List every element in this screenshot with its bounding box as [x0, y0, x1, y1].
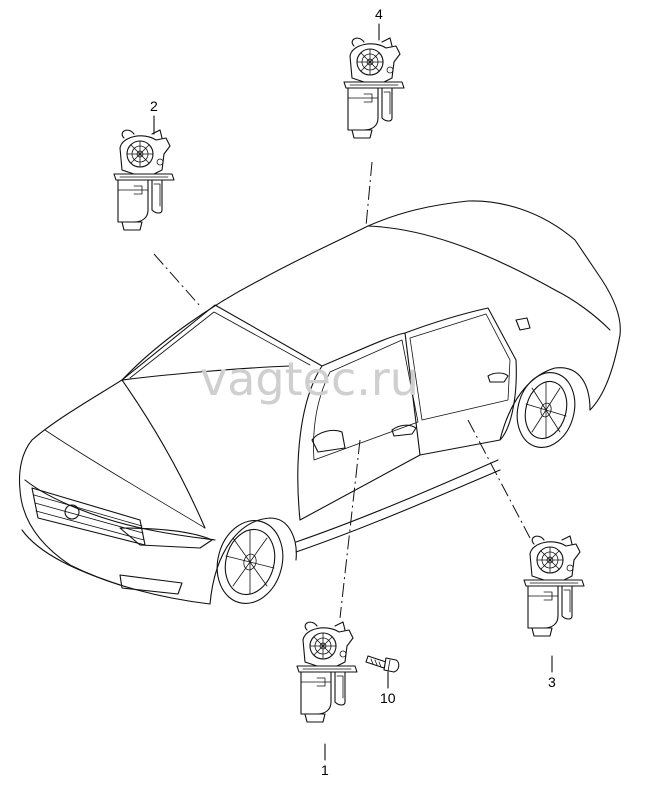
window-motor-1: [296, 621, 358, 723]
callout-1: 1: [321, 762, 329, 778]
callout-2: 2: [150, 98, 158, 114]
leader-lines: [153, 161, 531, 619]
callout-10: 10: [380, 690, 396, 706]
callout-4: 4: [375, 6, 383, 22]
screw-part-10: [365, 655, 400, 673]
window-motor-3: [523, 535, 585, 637]
car-illustration: [18, 200, 621, 605]
callout-3: 3: [548, 674, 556, 690]
window-motor-4: [343, 37, 405, 139]
window-motor-2: [113, 129, 175, 231]
callout-ticks: [153, 23, 553, 761]
watermark: vagtec.ru: [200, 352, 419, 406]
